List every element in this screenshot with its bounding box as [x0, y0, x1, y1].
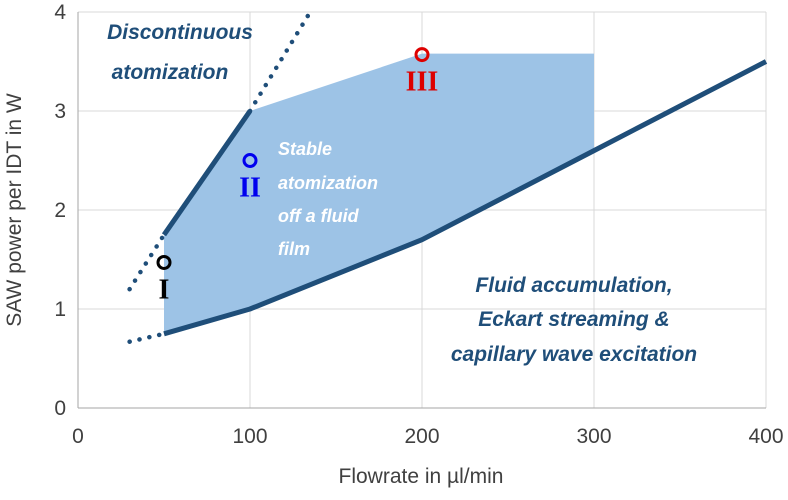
annotation-accumulation-line1: Fluid accumulation,: [475, 274, 672, 297]
x-tick-label: 100: [232, 425, 267, 448]
y-tick-label: 1: [54, 298, 66, 321]
x-axis-title: Flowrate in µl/min: [339, 465, 504, 488]
lower-boundary-extrapolation: [127, 331, 167, 344]
point-label-i: I: [159, 274, 170, 305]
y-tick-label: 0: [54, 397, 66, 420]
annotation-stable-line3: off a fluid: [278, 206, 360, 226]
upper-boundary-extrapolation-low: [127, 232, 167, 292]
annotation-accumulation-line2: Eckart streaming &: [478, 308, 669, 331]
upper-boundary-extrapolation-high: [247, 9, 313, 114]
y-axis-title: SAW power per IDT in W: [3, 93, 26, 327]
point-label-iii: III: [406, 67, 439, 98]
x-tick-label: 400: [748, 425, 783, 448]
stable-region-area: [164, 53, 594, 334]
stable-atomization-region: [164, 53, 594, 334]
boundary-lines: [127, 9, 768, 344]
annotation-accumulation-line3: capillary wave excitation: [451, 343, 697, 366]
tick-labels: 0 1 2 3 4 0 100 200 300 400: [54, 1, 783, 448]
x-tick-label: 200: [404, 425, 439, 448]
point-marker-iii: [414, 47, 430, 63]
y-tick-label: 3: [54, 100, 66, 123]
point-label-ii: II: [239, 173, 261, 204]
point-marker-ii: [242, 153, 258, 168]
point-marker-i: [156, 254, 172, 270]
annotation-stable-line2: atomization: [278, 173, 378, 193]
lower-boundary-line: [163, 59, 768, 337]
annotation-stable-line1: Stable: [278, 139, 332, 159]
annotation-discontinuous-line1: Discontinuous: [107, 21, 253, 44]
annotation-discontinuous-line2: atomization: [112, 61, 229, 84]
annotation-stable-line4: film: [278, 239, 310, 259]
y-tick-label: 4: [54, 1, 66, 24]
axes: [77, 12, 766, 409]
x-tick-label: 300: [576, 425, 611, 448]
y-tick-label: 2: [54, 199, 66, 222]
x-tick-label: 0: [72, 425, 84, 448]
upper-boundary-line: [161, 109, 253, 237]
